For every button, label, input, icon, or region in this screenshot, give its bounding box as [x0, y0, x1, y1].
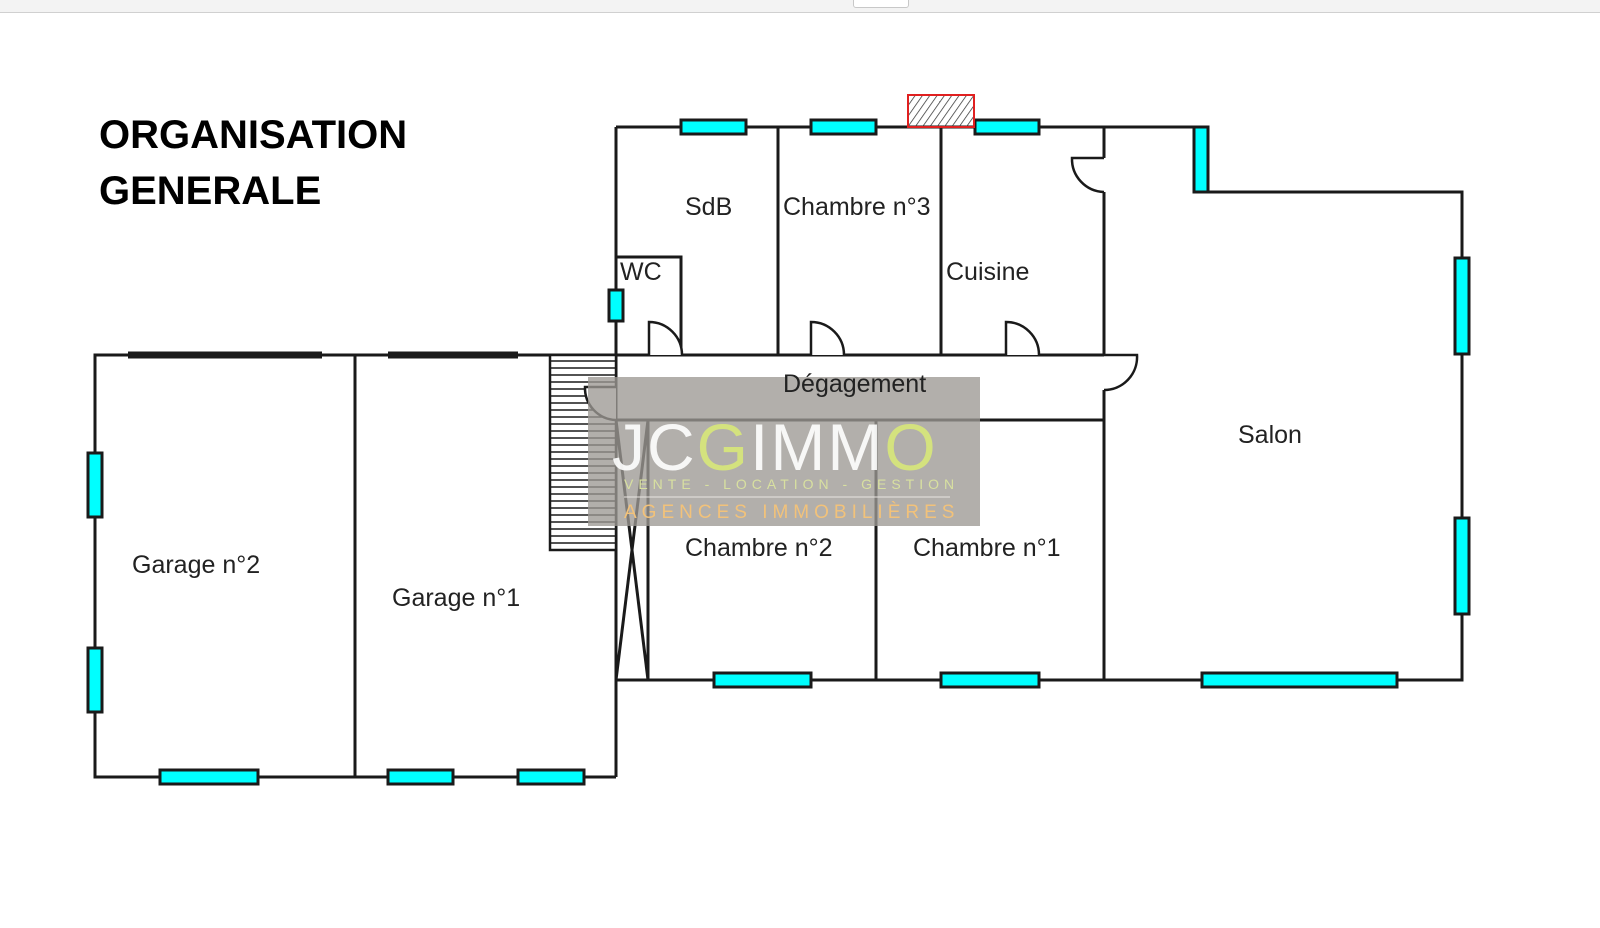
- svg-text:JCGIMMO: JCGIMMO: [612, 410, 938, 484]
- title-line1: ORGANISATION: [99, 113, 407, 157]
- door-chambre3: [809, 320, 846, 356]
- door-wc: [647, 320, 684, 356]
- room-salon: Salon: [1238, 421, 1302, 449]
- watermark-logo: JCGIMMO VENTE - LOCATION - GESTION AGENC…: [588, 377, 980, 526]
- door-cuisine: [1004, 320, 1041, 356]
- room-degagement: Dégagement: [783, 370, 926, 398]
- room-cuisine: Cuisine: [946, 258, 1029, 286]
- watermark-imm: IMM: [750, 410, 884, 484]
- watermark-g: G: [697, 410, 750, 484]
- watermark-jc: JC: [612, 410, 697, 484]
- room-sdb: SdB: [685, 193, 732, 221]
- room-chambre2: Chambre n°2: [685, 534, 833, 562]
- watermark-tagline: VENTE - LOCATION - GESTION: [624, 476, 959, 492]
- room-garage1: Garage n°1: [392, 584, 520, 612]
- toolbar-tab[interactable]: [853, 0, 909, 8]
- door-salon: [1103, 353, 1139, 392]
- room-garage2: Garage n°2: [132, 551, 260, 579]
- chimney: [907, 94, 975, 128]
- watermark-o: O: [884, 410, 937, 484]
- room-chambre3: Chambre n°3: [783, 193, 931, 221]
- top-toolbar: [0, 0, 1600, 13]
- title-line2: GENERALE: [99, 169, 321, 213]
- room-chambre1: Chambre n°1: [913, 534, 1061, 562]
- room-wc: WC: [620, 258, 662, 286]
- watermark-subtitle: AGENCES IMMOBILIÈRES: [624, 502, 959, 523]
- door-cuisine-salon: [1070, 156, 1105, 194]
